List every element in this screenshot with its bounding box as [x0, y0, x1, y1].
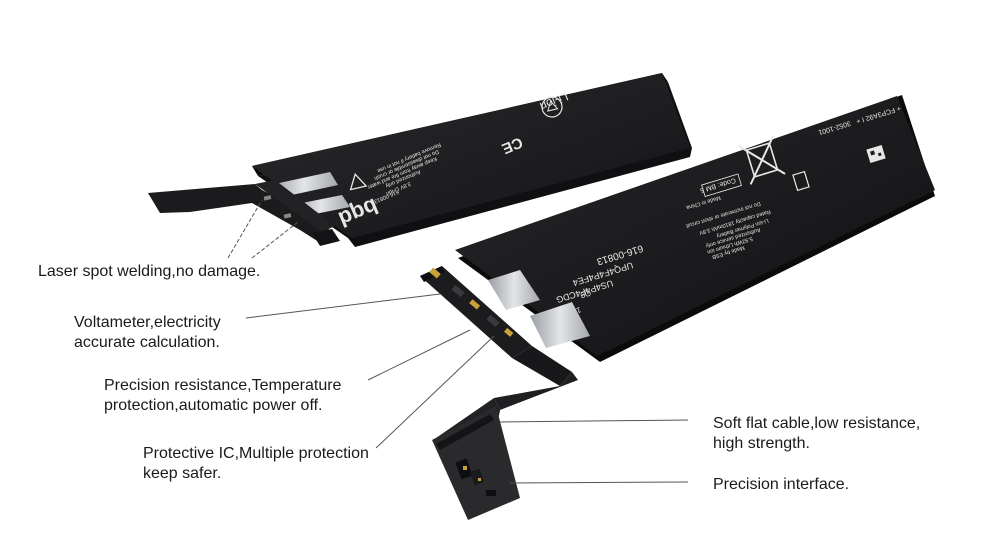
label-line: Voltameter,electricity [74, 314, 221, 331]
leader-laser-2 [251, 221, 299, 259]
top-battery: Li-ion CE Remove battery if not in use D… [148, 73, 692, 247]
label-line: Precision resistance,Temperature [104, 377, 342, 394]
bottom-battery-body [455, 96, 935, 356]
label-precision-resistance: Precision resistance,Temperature protect… [104, 376, 341, 416]
svg-text:Q9: Q9 [579, 288, 592, 300]
battery-icon [792, 170, 810, 192]
component-4 [486, 314, 500, 328]
leader-voltameter [245, 293, 441, 319]
leader-lines [227, 199, 689, 484]
component-5 [504, 327, 514, 337]
leader-ic [375, 335, 495, 449]
component-1 [429, 267, 441, 279]
top-battery-body [252, 73, 690, 238]
label-line: accurate calculation. [74, 334, 220, 351]
component-3 [469, 299, 481, 310]
label-line: Protective IC,Multiple protection [143, 445, 369, 462]
leader-laser-1 [227, 199, 263, 259]
component-2 [451, 284, 465, 298]
leader-cable [499, 419, 689, 423]
bottom-tab-1 [488, 270, 540, 310]
recycle-icon [541, 96, 563, 118]
label-protective-ic: Protective IC,Multiple protection keep s… [143, 444, 369, 484]
label-line: protection,automatic power off. [104, 397, 323, 414]
top-flex-cable [148, 184, 336, 244]
label-line: high strength. [713, 435, 810, 452]
label-voltameter: Voltameter,electricity accurate calculat… [74, 313, 221, 353]
label-precision-interface: Precision interface. [713, 475, 849, 495]
label-line: Laser spot welding,no damage. [38, 263, 261, 280]
label-line: keep safer. [143, 465, 222, 482]
label-laser-welding: Laser spot welding,no damage. [38, 262, 260, 282]
label-soft-flat-cable: Soft flat cable,low resistance, high str… [713, 414, 920, 454]
label-line: Soft flat cable,low resistance, [713, 415, 921, 432]
qr-code-icon [866, 144, 886, 164]
leader-interface [509, 481, 689, 484]
bottom-tab-2 [530, 302, 590, 348]
bottom-flex-cable [420, 266, 578, 520]
leader-resistance [367, 329, 471, 381]
bottom-battery: 3052-1001 + FCP3A92 I + Code: BM 5 Made … [455, 95, 935, 362]
warning-icon [349, 172, 368, 191]
ce-mark: CE [499, 133, 525, 157]
label-line: Precision interface. [713, 476, 850, 493]
crossed-bin-icon [738, 135, 786, 185]
